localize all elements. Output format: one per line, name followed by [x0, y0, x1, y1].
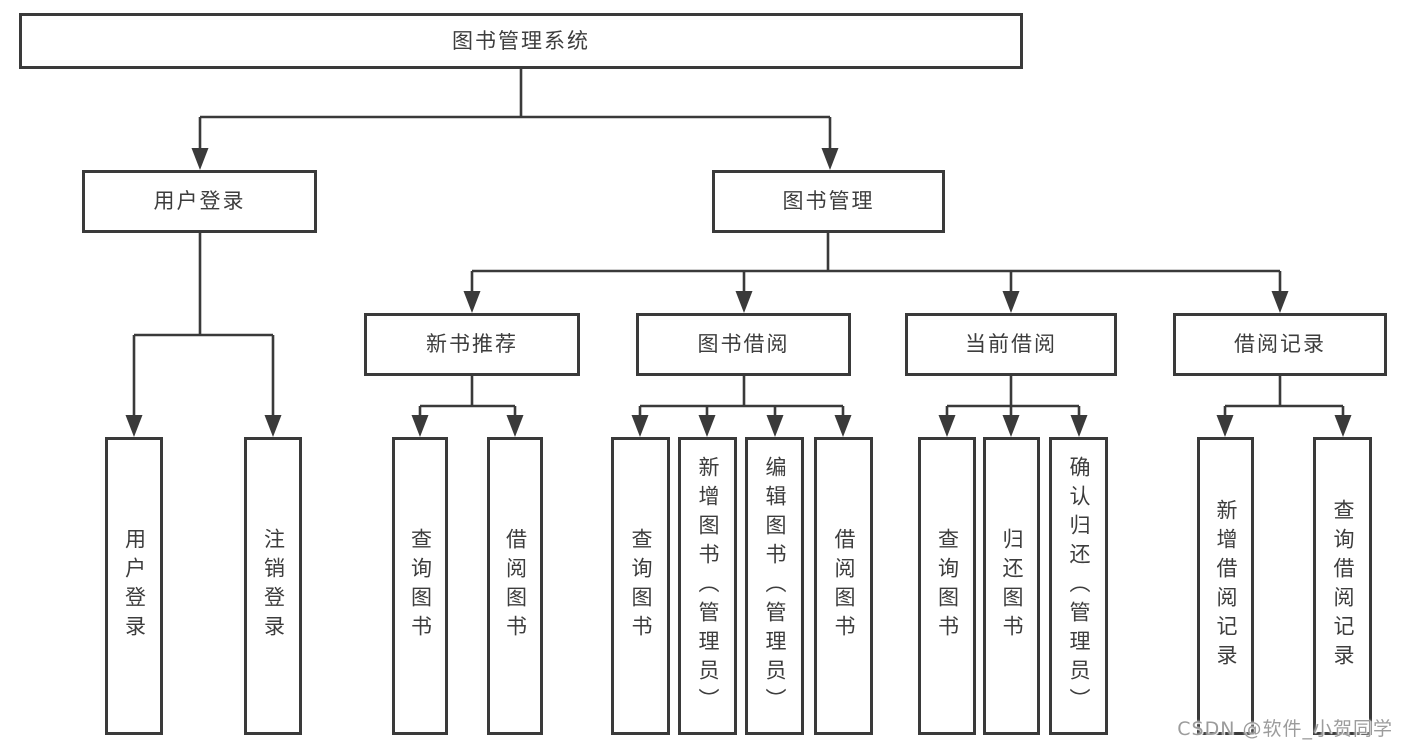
leaf-borrowing-query-books: 查询图书 — [611, 437, 670, 735]
node-label: 查询图书 — [629, 528, 653, 644]
node-label: 图书管理系统 — [452, 28, 590, 53]
node-label: 编辑图书（管理员） — [763, 455, 787, 717]
node-book-borrowing: 图书借阅 — [636, 313, 851, 376]
node-label: 新书推荐 — [426, 332, 518, 356]
node-label: 借阅记录 — [1234, 332, 1326, 356]
node-book-management: 图书管理 — [712, 170, 945, 233]
leaf-current-confirm-return-admin: 确认归还（管理员） — [1049, 437, 1108, 735]
node-label: 新增借阅记录 — [1214, 499, 1238, 673]
leaf-records-add-record: 新增借阅记录 — [1197, 437, 1254, 735]
node-label: 新增图书（管理员） — [696, 455, 720, 717]
node-label: 用户登录 — [122, 528, 147, 644]
node-label: 图书管理 — [782, 189, 875, 213]
node-label: 借阅图书 — [832, 528, 856, 644]
leaf-current-return-books: 归还图书 — [983, 437, 1040, 735]
node-new-book-recommendation: 新书推荐 — [364, 313, 580, 376]
node-label: 用户登录 — [153, 189, 246, 213]
node-label: 查询图书 — [408, 528, 433, 644]
node-label: 当前借阅 — [965, 332, 1057, 356]
node-label: 确认归还（管理员） — [1067, 455, 1091, 717]
node-label: 注销登录 — [261, 528, 286, 644]
node-borrowing-records: 借阅记录 — [1173, 313, 1387, 376]
leaf-user-login: 用户登录 — [105, 437, 163, 735]
node-user-login-branch: 用户登录 — [82, 170, 317, 233]
leaf-records-query-record: 查询借阅记录 — [1313, 437, 1372, 735]
node-current-borrowing: 当前借阅 — [905, 313, 1117, 376]
leaf-current-query-books: 查询图书 — [918, 437, 976, 735]
watermark: CSDN @软件_小贺同学 — [1177, 718, 1393, 740]
node-label: 借阅图书 — [503, 528, 528, 644]
leaf-recommend-query-books: 查询图书 — [392, 437, 448, 735]
node-label: 查询图书 — [935, 528, 960, 644]
node-label: 图书借阅 — [697, 332, 790, 356]
node-label: 归还图书 — [1000, 528, 1024, 644]
leaf-logout: 注销登录 — [244, 437, 302, 735]
leaf-borrowing-add-books-admin: 新增图书（管理员） — [678, 437, 737, 735]
leaf-borrowing-edit-books-admin: 编辑图书（管理员） — [745, 437, 804, 735]
node-root: 图书管理系统 — [19, 13, 1023, 69]
node-label: 查询借阅记录 — [1331, 499, 1355, 673]
leaf-borrowing-borrow-books: 借阅图书 — [814, 437, 873, 735]
leaf-recommend-borrow-books: 借阅图书 — [487, 437, 543, 735]
